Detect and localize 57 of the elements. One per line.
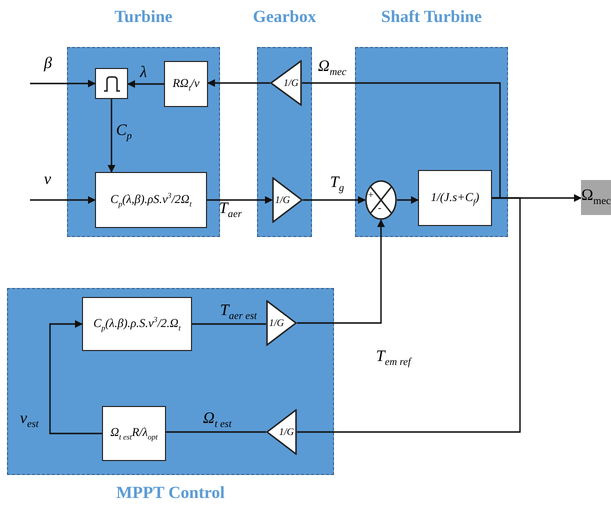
gain-triangle <box>266 300 297 346</box>
group-title: Gearbox <box>252 7 316 27</box>
formula-text: RΩ$_{t}$/v <box>172 76 200 92</box>
block-box <box>102 406 166 461</box>
group-title: MPPT Control <box>116 483 225 503</box>
formula-text: C$_{p}$(λ.β).ρ.S.v$^{3}$/2.Ω$_{t}$ <box>93 315 181 333</box>
formula-text: Ω$_{t est}$R/λ$_{opt}$ <box>110 425 158 442</box>
edge-label: T$_{aer est}$ <box>220 302 257 322</box>
edge-label: β <box>44 55 52 73</box>
output-label: Ω$_{mec}$ <box>581 187 611 208</box>
group-panel <box>67 47 220 237</box>
edge-label: Ω$_{t est}$ <box>203 410 232 430</box>
block-box <box>418 170 492 226</box>
sign-label: - <box>378 204 382 214</box>
group-panel <box>7 288 334 475</box>
gain-label: 1/G <box>275 194 290 206</box>
edge-label: v <box>44 171 52 189</box>
edge-label: λ <box>140 64 147 82</box>
arrow <box>207 79 270 87</box>
connector-line <box>166 431 266 433</box>
arrow <box>49 320 102 434</box>
block-box <box>82 297 192 351</box>
lookup-box <box>95 68 128 99</box>
connector-line <box>192 323 266 325</box>
formula-text: 1/(J.s+C$_{f}$) <box>430 190 480 206</box>
group-panel <box>257 47 312 237</box>
gain-triangle <box>272 177 303 223</box>
connector-line <box>302 82 501 199</box>
arrow <box>207 196 273 204</box>
arrow <box>127 80 164 88</box>
connector-line <box>297 197 521 433</box>
arrow <box>30 196 96 204</box>
edge-label: Ω$_{mec}$ <box>318 58 346 78</box>
arrow <box>397 196 419 204</box>
sign-label: + <box>368 191 374 201</box>
group-title: Shaft Turbine <box>381 7 482 27</box>
block-box <box>164 61 208 107</box>
gain-label: 1/G <box>279 426 294 438</box>
edge-label: T$_{aer}$ <box>219 200 242 220</box>
gain-triangle <box>266 409 297 455</box>
formula-text: C$_{p}$(λ,β).ρS.v$^{3}$/2Ω$_{t}$ <box>110 191 192 209</box>
gain-triangle <box>270 60 302 106</box>
arrow <box>297 219 385 324</box>
group-title: Turbine <box>114 7 172 27</box>
output-box <box>581 180 611 215</box>
edge-label: T$_{g}$ <box>330 174 344 194</box>
arrow <box>30 80 96 88</box>
block-box <box>95 172 207 228</box>
edge-label: C$_{p}$ <box>116 122 132 142</box>
group-panel <box>355 47 508 237</box>
edge-label: v$_{est}$ <box>20 410 39 430</box>
arrow <box>303 196 366 204</box>
gain-label: 1/G <box>284 78 298 88</box>
edge-label: T$_{em ref}$ <box>376 348 411 368</box>
gain-label: 1/G <box>269 318 284 328</box>
summing-junction <box>365 180 397 220</box>
arrow <box>108 99 116 173</box>
